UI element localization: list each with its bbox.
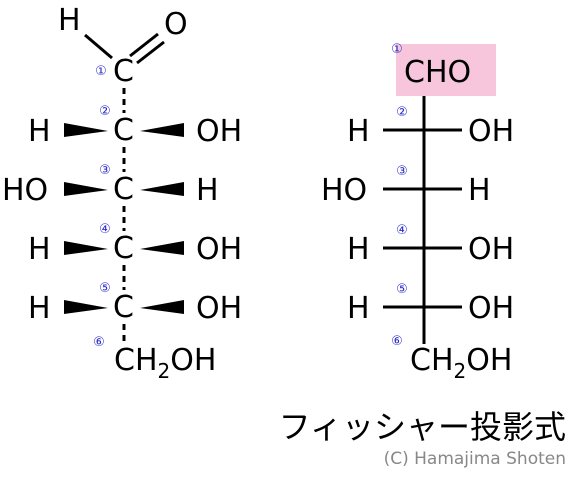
carbon-number-2-right: ② (396, 105, 408, 120)
carbon-number-1-left: ① (95, 64, 107, 79)
wedge-c3-right (140, 182, 184, 196)
wedge-c4-left (64, 241, 108, 255)
bond-h-c1 (84, 33, 113, 60)
fischer-c3-right: H (468, 173, 491, 208)
left-structure: H O C C C C C H OH HO H H OH H (2, 3, 242, 383)
carbon-number-6-right: ⑥ (391, 334, 403, 349)
ch2oh-left: CH2OH (114, 343, 216, 383)
wedge-c2-right (140, 123, 184, 137)
carbon-4-left: C (113, 231, 134, 266)
bond-c1-o-b (136, 40, 165, 65)
ch2oh-right: CH2OH (410, 343, 512, 383)
caption-fischer-projection: フィッシャー投影式 (279, 408, 566, 446)
cho-group: CHO (404, 55, 471, 90)
carbon-number-4-right: ④ (396, 223, 408, 238)
right-structure: CHO H OH HO H H OH H OH CH2OH ① ② ③ ④ ⑤ … (321, 42, 514, 383)
substituent-c5-left: H (28, 291, 51, 326)
fischer-c2-left: H (347, 114, 370, 149)
substituent-c4-right: OH (196, 232, 242, 267)
aldehyde-h-left: H (58, 3, 81, 38)
fischer-c5-right: OH (468, 291, 514, 326)
carbon-number-5-left: ⑤ (99, 281, 111, 296)
carbon-3-left: C (113, 172, 134, 207)
carbon-number-5-right: ⑤ (396, 282, 408, 297)
carbon-1-left: C (113, 54, 134, 89)
wedge-c5-left (64, 300, 108, 314)
substituent-c5-right: OH (196, 291, 242, 326)
wedge-c3-left (64, 182, 108, 196)
carbon-number-1-right: ① (391, 42, 403, 57)
carbon-number-2-left: ② (99, 104, 111, 119)
wedge-c4-right (140, 241, 184, 255)
substituent-c3-right: H (196, 173, 219, 208)
aldehyde-o-left: O (164, 7, 188, 42)
fischer-c4-right: OH (468, 232, 514, 267)
substituent-c2-left: H (28, 114, 51, 149)
cho-highlight (396, 44, 496, 96)
carbon-number-3-left: ③ (99, 163, 111, 178)
substituent-c4-left: H (28, 232, 51, 267)
wedge-c5-right (140, 300, 184, 314)
substituent-c3-left: HO (2, 173, 48, 208)
carbon-number-6-left: ⑥ (93, 335, 105, 350)
bond-c1-o-a (129, 32, 159, 58)
carbon-number-3-right: ③ (396, 164, 408, 179)
carbon-2-left: C (113, 113, 134, 148)
fischer-c3-left: HO (321, 173, 367, 208)
fischer-c5-left: H (347, 291, 370, 326)
substituent-c2-right: OH (196, 114, 242, 149)
carbon-5-left: C (113, 290, 134, 325)
wedge-c2-left (64, 123, 108, 137)
fischer-c4-left: H (347, 232, 370, 267)
fischer-c2-right: OH (468, 114, 514, 149)
copyright-notice: (C) Hamajima Shoten (384, 449, 566, 469)
carbon-number-4-left: ④ (99, 222, 111, 237)
